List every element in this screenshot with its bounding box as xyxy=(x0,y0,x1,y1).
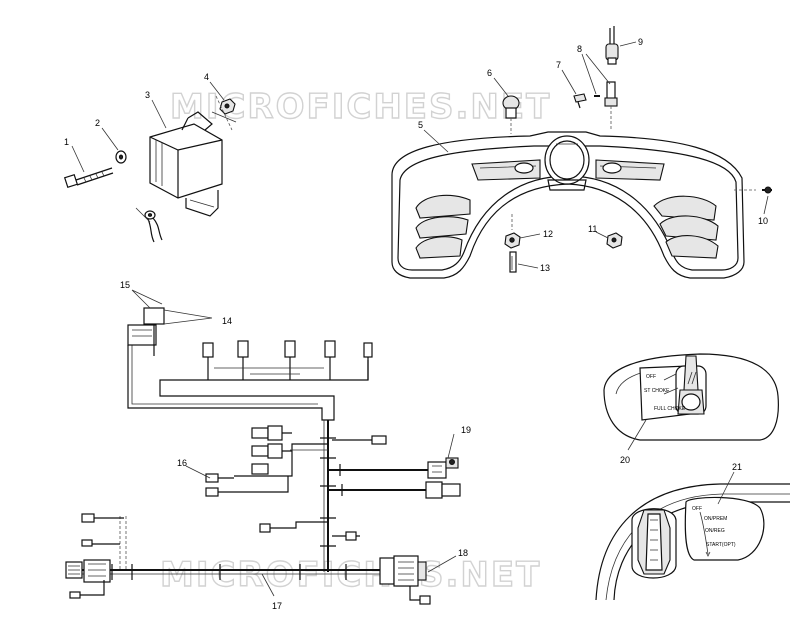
switch21-label-on-prem: ON/PREM xyxy=(704,516,727,522)
switch21-label-on-reg: ON/REG xyxy=(705,528,725,534)
switch20-label-st-choke: ST CHOKE xyxy=(644,388,670,394)
relay-part-14 xyxy=(127,307,165,356)
callout-20: 20 xyxy=(620,455,630,465)
callout-16: 16 xyxy=(177,458,187,468)
switch20-label-off: OFF xyxy=(646,374,656,380)
plug-part-7 xyxy=(573,93,587,109)
leader-3 xyxy=(151,99,167,129)
screw-part-10 xyxy=(734,186,772,194)
bulb-socket-part-9 xyxy=(605,26,619,65)
wiring-harness-part-17 xyxy=(65,307,428,599)
callout-8: 8 xyxy=(577,44,582,54)
callout-6: 6 xyxy=(487,68,492,78)
choke-switch-part-20: OFF ST CHOKE FULL CHOKE xyxy=(603,353,779,441)
callout-21: 21 xyxy=(732,462,742,472)
leader-8 xyxy=(581,53,611,95)
callout-12: 12 xyxy=(543,229,553,239)
callout-2: 2 xyxy=(95,118,100,128)
leader-5 xyxy=(423,129,449,153)
terminal-part-8 xyxy=(594,81,618,130)
callout-11: 11 xyxy=(588,224,597,234)
leader-19 xyxy=(447,433,455,459)
switch-part-6 xyxy=(502,95,520,134)
leader-12 xyxy=(519,233,541,239)
connector-part-16 xyxy=(205,425,292,497)
switch20-label-full-choke: FULL CHOKE xyxy=(654,406,686,412)
callout-1: 1 xyxy=(64,137,69,147)
callout-13: 13 xyxy=(540,263,550,273)
connector-part-18 xyxy=(379,555,431,605)
switch21-label-start-opt: START(OPT) xyxy=(706,542,736,548)
leader-9 xyxy=(619,41,637,47)
upper-connectors xyxy=(202,340,373,380)
bolt-part-1 xyxy=(63,167,114,189)
leader-2 xyxy=(101,127,119,151)
leader-20 xyxy=(627,419,647,451)
callout-7: 7 xyxy=(556,60,561,70)
nut-part-12 xyxy=(504,214,521,249)
dash-panel-part-5 xyxy=(391,131,745,279)
nut-part-4 xyxy=(219,98,236,115)
leader-7 xyxy=(561,69,577,95)
callout-15: 15 xyxy=(120,280,130,290)
callout-3: 3 xyxy=(145,90,150,100)
callout-5: 5 xyxy=(418,120,423,130)
callout-4: 4 xyxy=(204,72,209,82)
leader-4 xyxy=(209,81,225,101)
cdi-module-assembly xyxy=(63,95,237,243)
connector-part-19 xyxy=(425,457,461,499)
leader-13 xyxy=(517,263,539,269)
leader-16 xyxy=(185,465,211,479)
watermark-bottom: MICROFICHES.NET xyxy=(160,555,541,595)
knob-part-11 xyxy=(606,232,623,249)
leader-15 xyxy=(131,289,163,309)
ignition-switch-part-21: OFF ON/PREM ON/REG START(OPT) xyxy=(595,483,790,601)
leader-11 xyxy=(595,231,609,239)
leader-21 xyxy=(717,471,735,505)
leader-10 xyxy=(763,195,769,215)
callout-10: 10 xyxy=(758,216,768,226)
leader-17 xyxy=(261,573,275,597)
leader-1 xyxy=(71,145,85,173)
leader-6 xyxy=(493,77,509,97)
callout-14: 14 xyxy=(222,316,232,326)
leader-14 xyxy=(163,309,213,325)
callout-18: 18 xyxy=(458,548,468,558)
ground-terminal xyxy=(144,210,163,243)
callout-9: 9 xyxy=(638,37,643,47)
callout-19: 19 xyxy=(461,425,471,435)
cdi-module-part-3 xyxy=(149,111,223,217)
pin-part-13 xyxy=(509,251,517,273)
leader-18 xyxy=(427,555,457,573)
callout-17: 17 xyxy=(272,601,282,611)
switch21-label-off: OFF xyxy=(692,506,702,512)
